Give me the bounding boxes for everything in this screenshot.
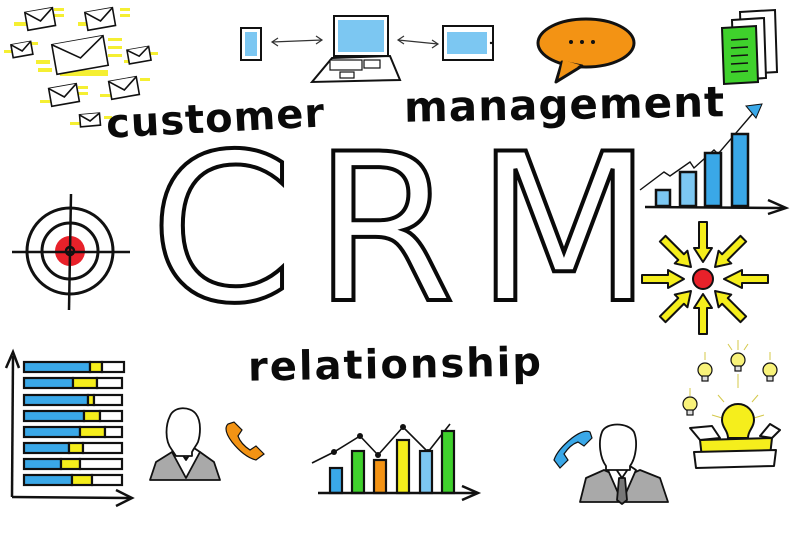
open-box-icon [689, 423, 781, 469]
person-female-icon [149, 407, 221, 481]
envelopes-icon [4, 6, 158, 128]
phone-device-icon [240, 27, 262, 61]
person-male-icon [579, 423, 669, 505]
laptop-icon [309, 15, 402, 84]
word-relationship: relationship [247, 339, 544, 391]
line-bar-chart-icon [311, 423, 482, 502]
documents-icon [720, 8, 779, 86]
phone-handset-orange-icon [225, 421, 265, 461]
word-management: management [403, 77, 726, 132]
tablet-icon [442, 25, 494, 61]
speech-bubble-icon [536, 17, 636, 84]
target-icon [12, 193, 130, 311]
stacked-bars-chart-icon [4, 348, 135, 508]
arrows-to-center-icon [641, 221, 769, 335]
phone-handset-blue-icon [553, 430, 593, 469]
crm-headline: CRM [148, 111, 673, 349]
lightbulbs-icon [682, 340, 778, 449]
sync-arrow-icon [270, 35, 440, 49]
growth-chart-icon [639, 103, 790, 216]
